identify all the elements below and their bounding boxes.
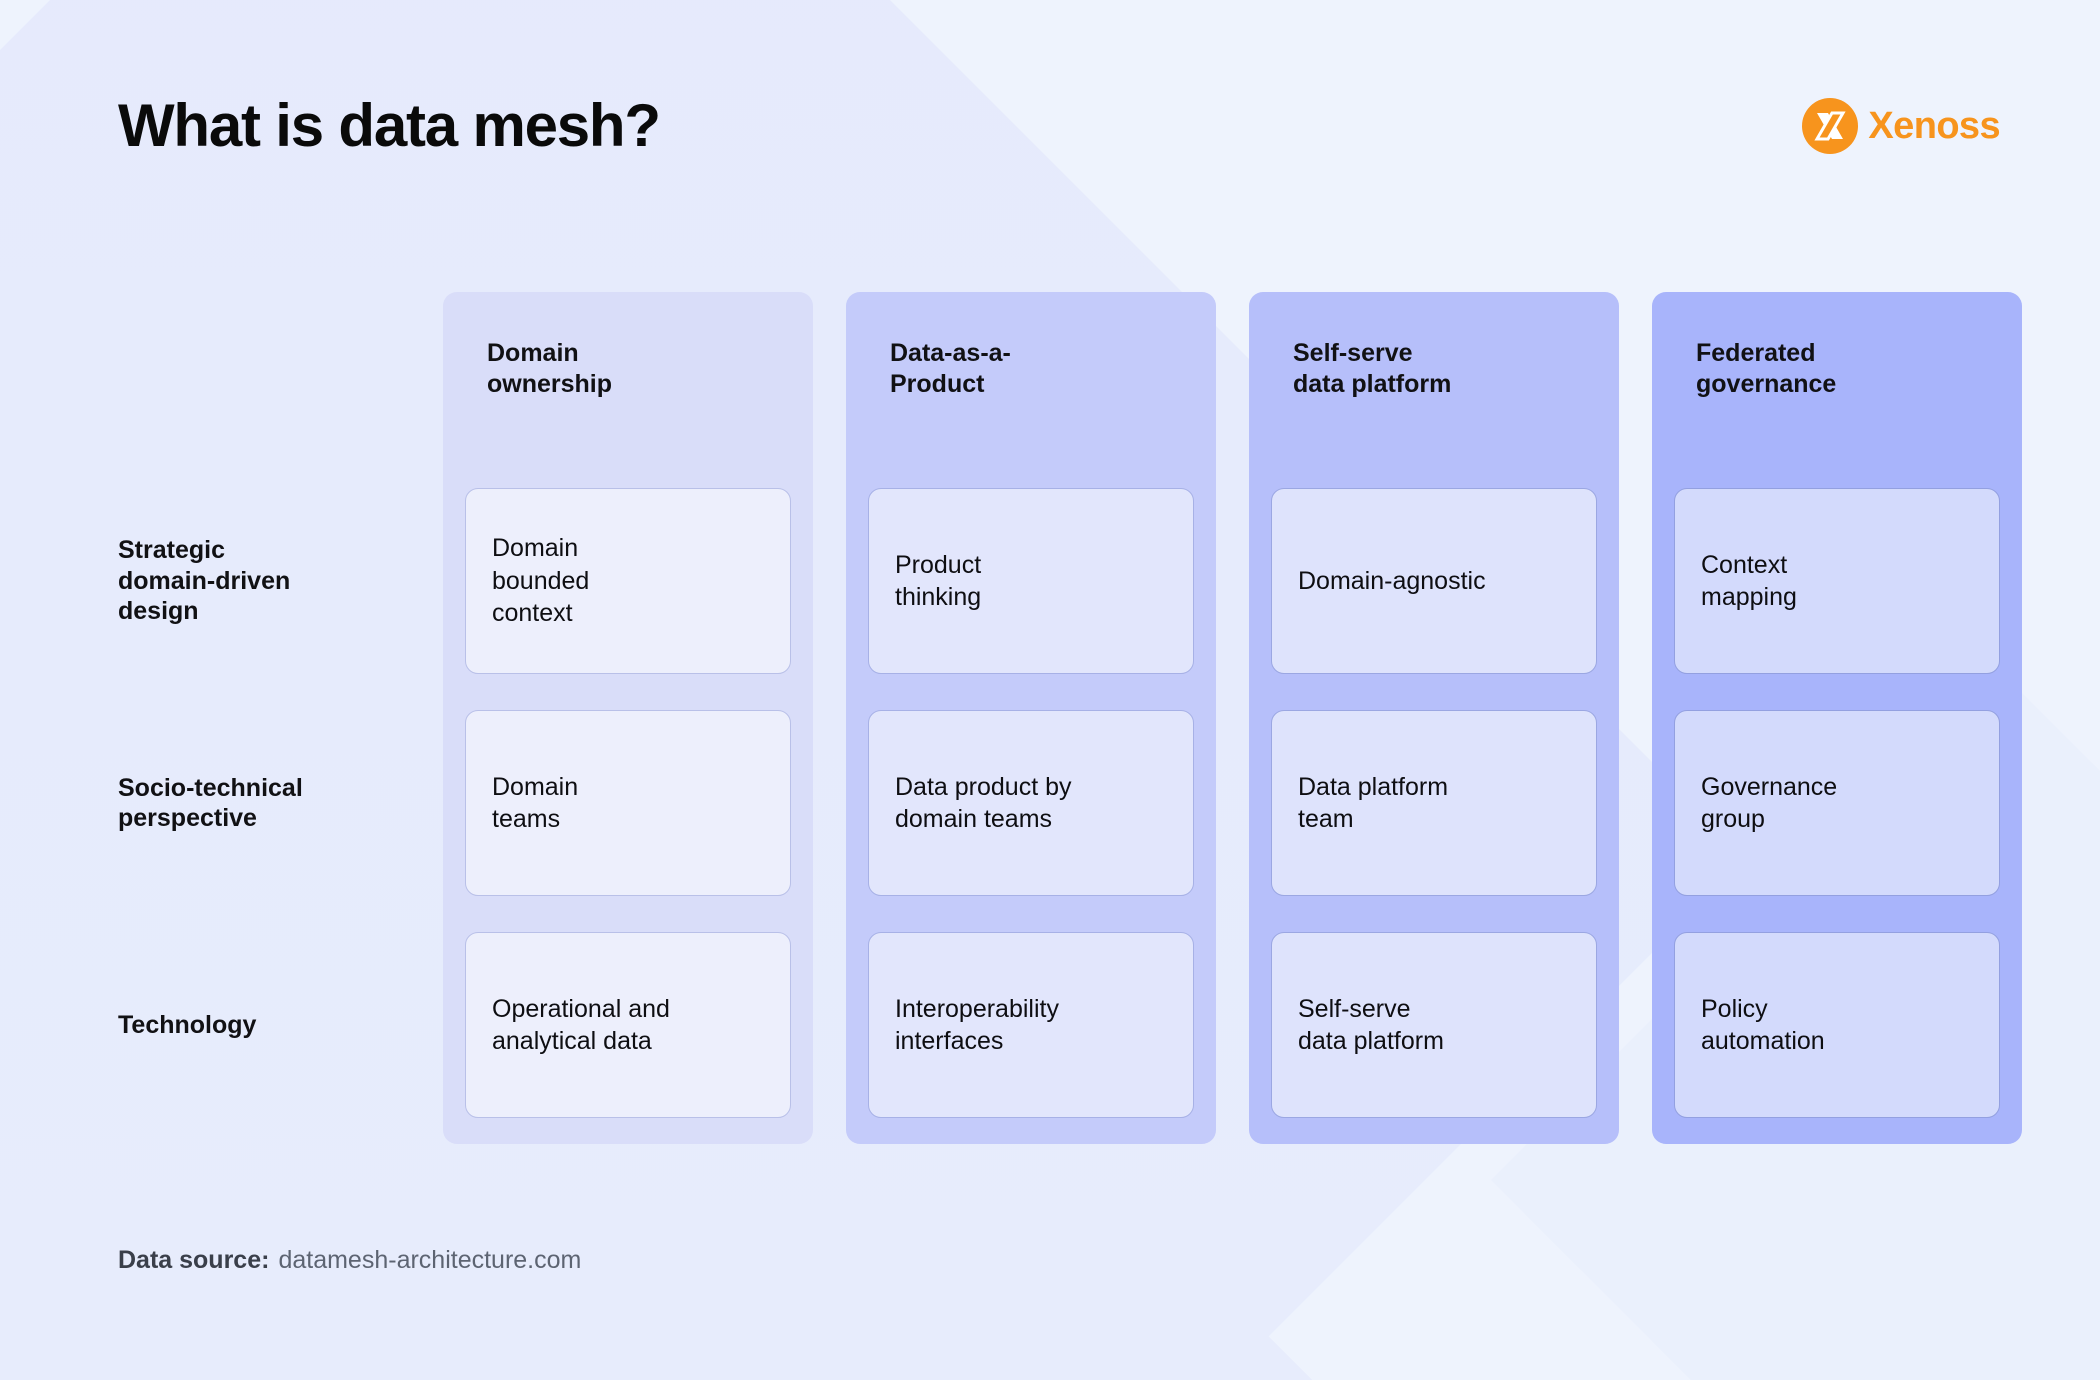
cell-data-as-a-product-technology[interactable]: Interoperability interfaces bbox=[868, 932, 1194, 1118]
cell-domain-ownership-strategic[interactable]: Domain bounded context bbox=[465, 488, 791, 674]
page-title: What is data mesh? bbox=[118, 92, 661, 159]
column-header-self-serve-data-platform: Self-serve data platform bbox=[1293, 339, 1452, 398]
data-mesh-matrix: Strategic domain-driven design Socio-tec… bbox=[118, 292, 2028, 1144]
cell-text: Context mapping bbox=[1701, 550, 1797, 612]
cell-self-serve-data-platform-socio-technical[interactable]: Data platform team bbox=[1271, 710, 1597, 896]
cell-federated-governance-technology[interactable]: Policy automation bbox=[1674, 932, 2000, 1118]
cell-self-serve-data-platform-strategic[interactable]: Domain-agnostic bbox=[1271, 488, 1597, 674]
column-group: Domain ownership Domain bounded context … bbox=[443, 292, 2028, 1144]
cell-text: Domain teams bbox=[492, 772, 579, 834]
column-data-as-a-product[interactable]: Data-as-a- Product Product thinking Data… bbox=[846, 292, 1216, 1144]
column-header-federated-governance: Federated governance bbox=[1696, 339, 1837, 398]
cell-federated-governance-strategic[interactable]: Context mapping bbox=[1674, 488, 2000, 674]
cell-domain-ownership-socio-technical[interactable]: Domain teams bbox=[465, 710, 791, 896]
cell-domain-ownership-technology[interactable]: Operational and analytical data bbox=[465, 932, 791, 1118]
header: What is data mesh? Xenoss bbox=[118, 86, 2001, 166]
cell-text: Domain bounded context bbox=[492, 534, 590, 628]
data-source-value: datamesh-architecture.com bbox=[278, 1246, 582, 1274]
cell-text: Domain-agnostic bbox=[1298, 566, 1486, 595]
column-header-domain-ownership: Domain ownership bbox=[487, 339, 613, 398]
row-label-rail: Strategic domain-driven design Socio-tec… bbox=[118, 292, 418, 1144]
data-source-label: Data source: bbox=[118, 1246, 270, 1274]
data-source-line: Data source: datamesh-architecture.com bbox=[118, 1245, 581, 1275]
brand-logo: Xenoss bbox=[1802, 98, 2001, 154]
cell-data-as-a-product-strategic[interactable]: Product thinking bbox=[868, 488, 1194, 674]
cell-text: Data platform team bbox=[1298, 772, 1449, 834]
cell-text: Policy automation bbox=[1701, 994, 1825, 1056]
column-self-serve-data-platform[interactable]: Self-serve data platform Domain-agnostic… bbox=[1249, 292, 1619, 1144]
row-label-technology: Technology bbox=[118, 1010, 257, 1039]
row-label-strategic-domain-driven-design: Strategic domain-driven design bbox=[118, 536, 291, 626]
row-label-socio-technical-perspective: Socio-technical perspective bbox=[118, 773, 303, 833]
cell-text: Data product by domain teams bbox=[895, 772, 1072, 834]
cell-federated-governance-socio-technical[interactable]: Governance group bbox=[1674, 710, 2000, 896]
column-federated-governance[interactable]: Federated governance Context mapping Gov… bbox=[1652, 292, 2022, 1144]
brand-name: Xenoss bbox=[1868, 105, 2000, 147]
cell-text: Product thinking bbox=[895, 550, 982, 612]
cell-data-as-a-product-socio-technical[interactable]: Data product by domain teams bbox=[868, 710, 1194, 896]
cell-self-serve-data-platform-technology[interactable]: Self-serve data platform bbox=[1271, 932, 1597, 1118]
column-domain-ownership[interactable]: Domain ownership Domain bounded context … bbox=[443, 292, 813, 1144]
cell-text: Governance group bbox=[1701, 772, 1838, 834]
cell-text: Operational and analytical data bbox=[492, 994, 670, 1056]
cell-text: Self-serve data platform bbox=[1298, 994, 1444, 1056]
xenoss-logo-icon bbox=[1802, 98, 1859, 154]
cell-text: Interoperability interfaces bbox=[895, 994, 1059, 1056]
column-header-data-as-a-product: Data-as-a- Product bbox=[890, 339, 1011, 398]
